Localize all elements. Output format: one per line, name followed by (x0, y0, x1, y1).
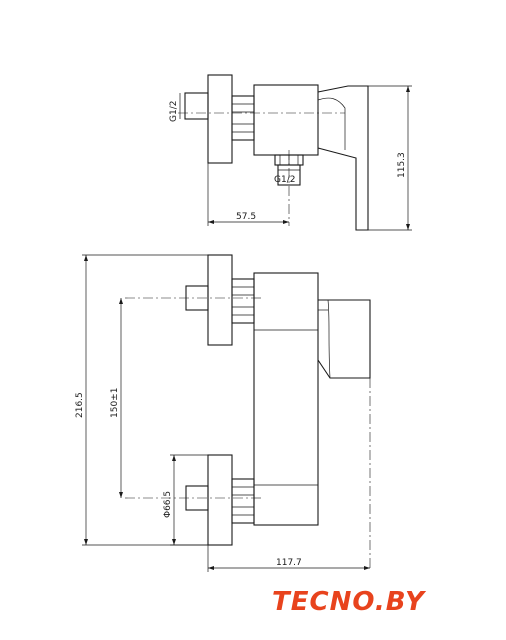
top-height-dimension: 115.3 (397, 152, 407, 178)
logo-text: TECNO.BY (272, 587, 427, 617)
top-wall-flange (207, 74, 233, 164)
front-flange-diameter-dimension: Φ66.5 (163, 491, 173, 518)
brand-logo: TECNO.BY (272, 587, 427, 617)
front-depth-dimension: 117.7 (276, 558, 302, 568)
front-upper-nut (231, 278, 255, 324)
top-mixer-body (253, 84, 319, 156)
front-handle (317, 299, 371, 379)
front-upper-flange (207, 254, 233, 346)
front-mixer-body (253, 272, 319, 526)
top-handle (317, 85, 369, 231)
front-lower-flange (207, 454, 233, 546)
front-centers-dimension: 150±1 (110, 388, 120, 418)
top-width-dimension: 57.5 (236, 212, 256, 222)
top-outlet-thread-label: G1/2 (274, 175, 295, 185)
top-inlet-thread-label: G1/2 (169, 101, 179, 122)
front-view: 216.5 150±1 Φ66.5 117.7 (75, 254, 371, 572)
front-lower-nut (231, 478, 255, 524)
front-total-height-dimension: 216.5 (75, 392, 85, 418)
top-inlet-pipe (184, 92, 209, 120)
top-view: G1/2 G1/2 57.5 115.3 (169, 74, 412, 231)
top-hex-nut (231, 95, 255, 141)
